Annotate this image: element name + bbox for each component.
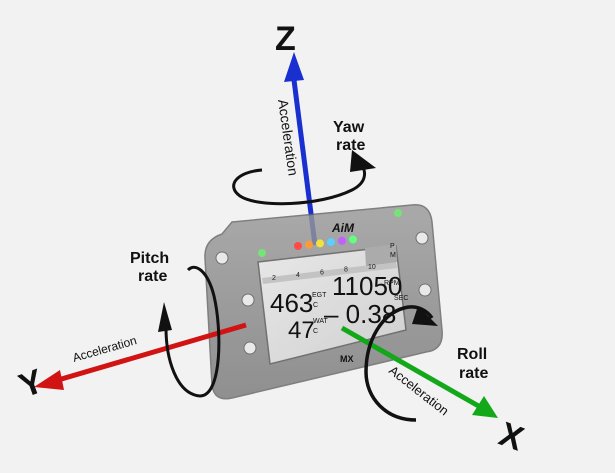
shift-led xyxy=(305,240,313,249)
yaw-arc xyxy=(232,158,366,206)
yaw-rate-label: rate xyxy=(336,137,365,154)
water-temp-unit: WAT xyxy=(313,318,328,325)
yaw-arrowhead xyxy=(350,150,376,172)
corner-led-right xyxy=(394,209,402,217)
yaw-rotation-arrow xyxy=(232,150,376,206)
egt-sub-unit: C xyxy=(313,302,318,309)
button-bottom-right[interactable] xyxy=(418,283,432,297)
shift-led xyxy=(338,236,346,245)
rpm-scale-label: 4 xyxy=(296,272,300,279)
pitch-arrowhead xyxy=(158,302,172,332)
rpm-bar-fill xyxy=(365,244,397,266)
corner-led-left xyxy=(258,249,266,257)
device-brand: AiM xyxy=(331,221,355,235)
rpm-scale-label: 6 xyxy=(320,269,324,276)
shift-led xyxy=(294,242,302,250)
water-temp-sub-unit: C xyxy=(313,328,318,335)
device-model: MX xyxy=(340,354,354,364)
rpm-scale: 2 4 6 8 10 xyxy=(272,264,376,282)
shift-led xyxy=(327,238,335,247)
screen-side-letter-m: M xyxy=(390,252,396,259)
x-axis-line xyxy=(340,325,484,411)
screen-side-letter-p: P xyxy=(390,243,395,250)
roll-label: Roll xyxy=(457,346,487,363)
pitch-rate-label: rate xyxy=(138,268,167,285)
egt-value: 463 xyxy=(270,288,313,318)
egt-unit: EGT xyxy=(312,292,327,299)
x-axis xyxy=(340,325,498,418)
rpm-value: 11050 xyxy=(332,271,402,301)
pitch-arc xyxy=(164,265,221,398)
pitch-rotation-arrow xyxy=(158,265,221,398)
roll-arrowhead xyxy=(412,306,438,326)
water-temp-value: 47 xyxy=(288,317,315,344)
rpm-scale-label: 2 xyxy=(272,275,276,282)
button-top-left[interactable] xyxy=(215,251,229,265)
yaw-label: Yaw xyxy=(333,119,365,136)
shift-led-row xyxy=(294,235,357,250)
y-axis xyxy=(34,322,247,390)
y-axis-line xyxy=(57,322,247,383)
lap-delta-value: – 0.38 xyxy=(324,299,396,329)
shift-led xyxy=(316,239,324,248)
shift-led xyxy=(349,235,357,244)
screen-readouts: 463 EGT C 11050 RPM 47 WAT C – 0.38 SEC … xyxy=(270,243,408,344)
roll-rate-label: rate xyxy=(459,365,488,382)
rpm-bar xyxy=(262,262,397,284)
button-mid-left[interactable] xyxy=(241,293,255,307)
rpm-scale-label: 10 xyxy=(368,264,376,271)
pitch-label: Pitch xyxy=(130,250,169,267)
lap-delta-unit: SEC xyxy=(394,295,408,302)
x-arrowhead xyxy=(472,396,498,418)
roll-rotation-arrow xyxy=(364,305,438,422)
z-axis-letter: Z xyxy=(275,20,296,58)
button-top-right[interactable] xyxy=(415,231,429,245)
button-bottom-left[interactable] xyxy=(243,341,257,355)
rpm-unit: RPM xyxy=(384,280,400,287)
rpm-scale-label: 8 xyxy=(344,267,348,274)
z-arrowhead xyxy=(284,52,304,82)
x-axis-letter: X xyxy=(494,415,529,459)
y-arrowhead xyxy=(34,370,64,390)
